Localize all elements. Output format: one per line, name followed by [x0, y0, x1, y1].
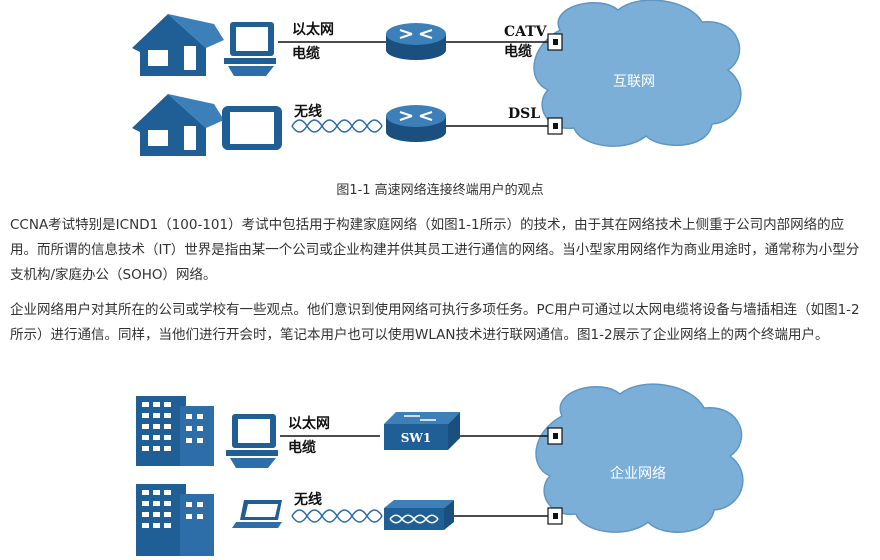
catv-label-2: 电缆	[504, 43, 532, 60]
router-icon-2	[386, 105, 446, 142]
wall-jack-icon-2	[547, 117, 563, 135]
paragraph: CCNA考试特别是ICND1（100-101）考试中包括用于构建家庭网络（如图1…	[10, 217, 860, 283]
dsl-label: DSL	[508, 106, 540, 122]
figure-caption: 图1-1 高速网络连接终端用户的观点	[336, 183, 544, 198]
desktop-pc-icon	[226, 414, 278, 468]
ethernet-label: 以太网	[292, 21, 334, 38]
ethernet-label-2: 电缆	[292, 45, 320, 62]
house-icon	[132, 14, 224, 76]
figure-2: 企业网络 以太网 电缆 SW1	[0, 380, 880, 556]
desktop-pc-icon	[224, 22, 276, 76]
cloud-label: 互联网	[613, 74, 655, 90]
switch-label: SW1	[401, 431, 432, 445]
cloud-label: 企业网络	[610, 465, 666, 482]
figure-1: 互联网 以太网 电缆 CATV 电缆 无线	[0, 0, 880, 172]
wireless-label: 无线	[293, 103, 322, 120]
office-building-icon-2	[136, 484, 214, 556]
wireless-signal-icon	[291, 509, 383, 523]
paragraph: 企业网络用户对其所在的公司或学校有一些观点。他们意识到使用网络可执行多项任务。P…	[10, 302, 860, 343]
switch-icon: SW1	[384, 412, 460, 450]
enterprise-cloud: 企业网络	[535, 383, 744, 533]
tablet-icon	[222, 106, 282, 150]
wall-jack-icon	[547, 427, 563, 445]
laptop-icon	[232, 500, 282, 528]
wireless-signal-icon	[291, 119, 383, 133]
router-icon	[386, 23, 446, 60]
wall-jack-icon-2	[547, 507, 563, 525]
house-icon-2	[132, 94, 224, 156]
wall-jack-icon	[547, 33, 563, 51]
internet-cloud: 互联网	[533, 0, 742, 147]
access-point-icon	[384, 500, 454, 530]
ethernet-label: 以太网	[288, 415, 330, 432]
office-building-icon	[136, 396, 214, 466]
ethernet-label-2: 电缆	[288, 439, 316, 456]
catv-label: CATV	[504, 24, 548, 40]
wireless-label: 无线	[293, 491, 322, 508]
